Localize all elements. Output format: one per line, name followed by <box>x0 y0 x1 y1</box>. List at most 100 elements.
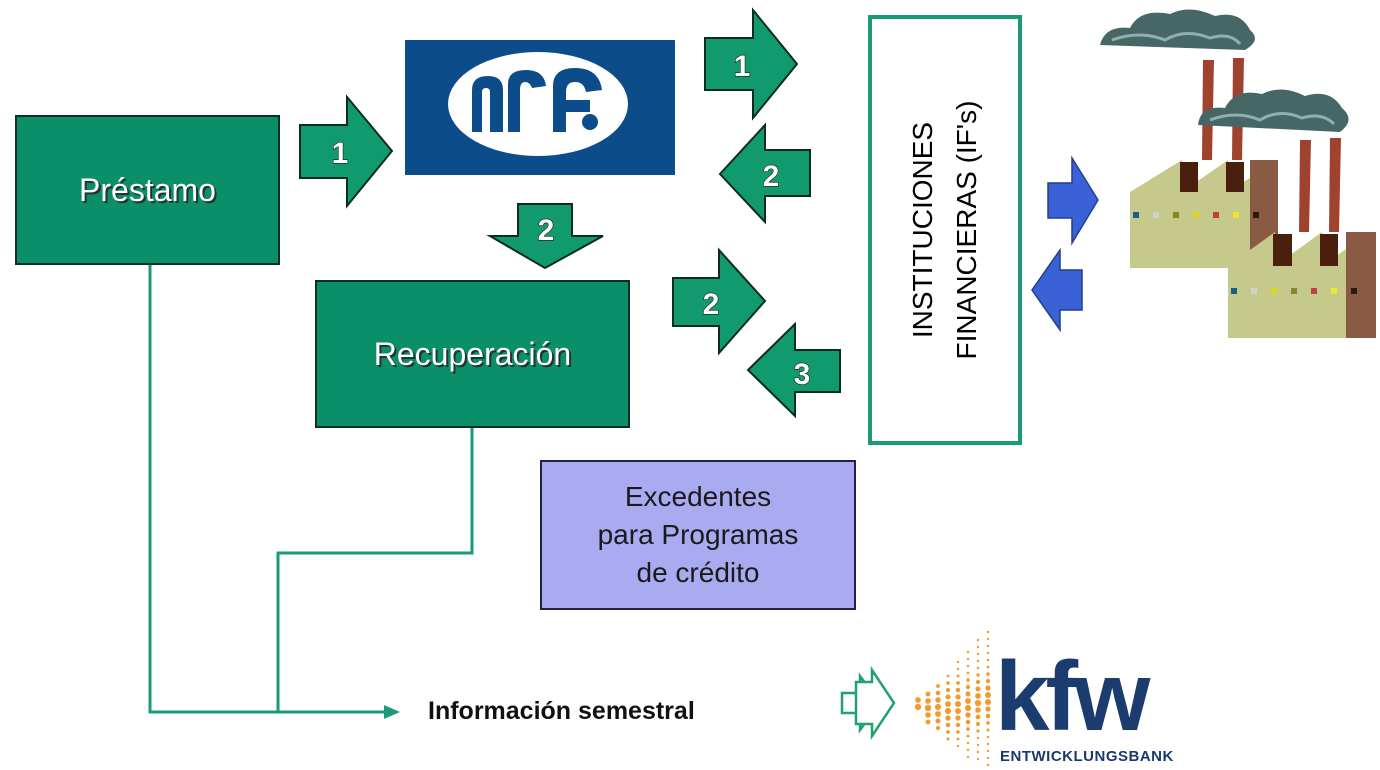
recuperacion-to-report-line <box>276 428 474 712</box>
prestamo-label: Préstamo <box>79 171 216 208</box>
report-outline-arrow <box>840 665 896 741</box>
arrow-nf-to-if: 1 <box>704 7 799 121</box>
kfw-dot <box>956 674 960 678</box>
factory-front <box>1198 89 1376 338</box>
kfw-dot <box>965 698 971 704</box>
kfw-dot <box>955 715 961 721</box>
kfw-dot <box>956 660 960 664</box>
kfw-dot <box>946 674 950 678</box>
arrow-number-2b: 2 <box>538 214 555 247</box>
instituciones-financieras-label: INSTITUCIONES FINANCIERAS (IF's) <box>907 100 982 360</box>
arrow-number-2c: 2 <box>703 288 720 321</box>
kfw-dot <box>955 722 961 728</box>
nf-logo-icon <box>405 40 675 175</box>
kfw-dot <box>945 722 951 728</box>
kfw-dot <box>986 749 990 753</box>
blue-arrow-left <box>1031 247 1083 333</box>
kfw-dot <box>986 672 990 676</box>
kfw-dot <box>956 744 960 748</box>
kfw-dot <box>925 712 931 718</box>
informacion-semestral-label: Información semestral <box>428 697 695 725</box>
factory-icon <box>1100 9 1376 338</box>
kfw-dot <box>975 686 981 692</box>
kfw-dot <box>986 763 990 767</box>
kfw-dot <box>976 666 980 670</box>
recuperacion-box: Recuperación <box>315 280 630 428</box>
kfw-dot <box>986 651 990 655</box>
arrow-recuperacion-to-if: 2 <box>672 247 767 356</box>
factory-back <box>1100 9 1278 268</box>
prestamo-to-report-line <box>148 265 385 714</box>
kfw-dot <box>985 678 991 684</box>
kfw-logo-icon <box>914 630 992 767</box>
kfw-dot <box>986 728 990 732</box>
kfw-dot <box>975 707 981 713</box>
arrow-nf-to-recuperacion: 2 <box>486 203 604 270</box>
kfw-dot <box>954 700 962 708</box>
kfw-dot <box>966 727 970 731</box>
kfw-dot <box>966 748 970 752</box>
kfw-dot <box>986 665 990 669</box>
kfw-dot <box>986 742 990 746</box>
kfw-dot <box>966 678 970 682</box>
arrow-if-to-recuperacion: 3 <box>746 321 841 419</box>
excedentes-label: Excedentes para Programas de crédito <box>597 481 799 588</box>
kfw-dot <box>935 697 941 703</box>
kfw-dot <box>955 708 961 714</box>
kfw-dot <box>976 750 980 754</box>
kfw-dot <box>945 701 951 707</box>
kfw-dot <box>986 756 990 760</box>
arrow-if-to-nf: 2 <box>718 122 811 225</box>
kfw-dot <box>986 735 990 739</box>
kfw-dot <box>945 687 951 693</box>
kfw-dot <box>986 630 990 634</box>
kfw-dot <box>935 725 941 731</box>
kfw-dot <box>956 737 960 741</box>
kfw-dot <box>976 652 980 656</box>
instituciones-financieras-box: INSTITUCIONES FINANCIERAS (IF's) <box>868 15 1022 445</box>
kfw-dot <box>966 671 970 675</box>
kfw-dot <box>966 741 970 745</box>
kfw-dot <box>985 685 991 691</box>
prestamo-box: Préstamo <box>15 115 280 265</box>
arrow-number-3: 3 <box>794 358 811 391</box>
kfw-dot <box>975 714 981 720</box>
kfw-dot <box>965 684 971 690</box>
kfw-dot <box>985 692 991 698</box>
kfw-dot <box>976 743 980 747</box>
kfw-dot <box>975 693 981 699</box>
kfw-dot <box>976 729 980 733</box>
kfw-dot <box>915 697 921 703</box>
kfw-dot <box>985 706 991 712</box>
kfw-dot <box>956 667 960 671</box>
kfw-dot <box>966 657 970 661</box>
blue-arrow-right <box>1047 155 1099 246</box>
kfw-dot <box>986 637 990 641</box>
kfw-dot <box>976 645 980 649</box>
kfw-dot <box>955 687 961 693</box>
kfw-dot <box>976 722 980 726</box>
arrow-number-1b: 1 <box>734 50 751 83</box>
excedentes-box: Excedentes para Programas de crédito <box>540 460 856 610</box>
kfw-dot <box>984 698 992 706</box>
kfw-dot <box>986 658 990 662</box>
recuperacion-label: Recuperación <box>373 335 572 372</box>
kfw-dot <box>956 730 960 734</box>
kfw-dot <box>965 712 971 718</box>
kfw-dot <box>944 707 952 715</box>
arrow-number-2a: 2 <box>763 160 780 193</box>
kfw-dot <box>925 719 931 725</box>
kfw-dot <box>955 694 961 700</box>
kfw-wordmark: kfw <box>995 641 1150 751</box>
kfw-dot <box>946 730 950 734</box>
kfw-dot <box>976 638 980 642</box>
kfw-dot <box>976 659 980 663</box>
kfw-dot <box>964 704 972 712</box>
connector-lines <box>148 265 474 714</box>
kfw-dot <box>935 711 941 717</box>
kfw-dot <box>976 736 980 740</box>
kfw-dot <box>925 698 931 704</box>
report-arrowhead <box>384 705 400 719</box>
